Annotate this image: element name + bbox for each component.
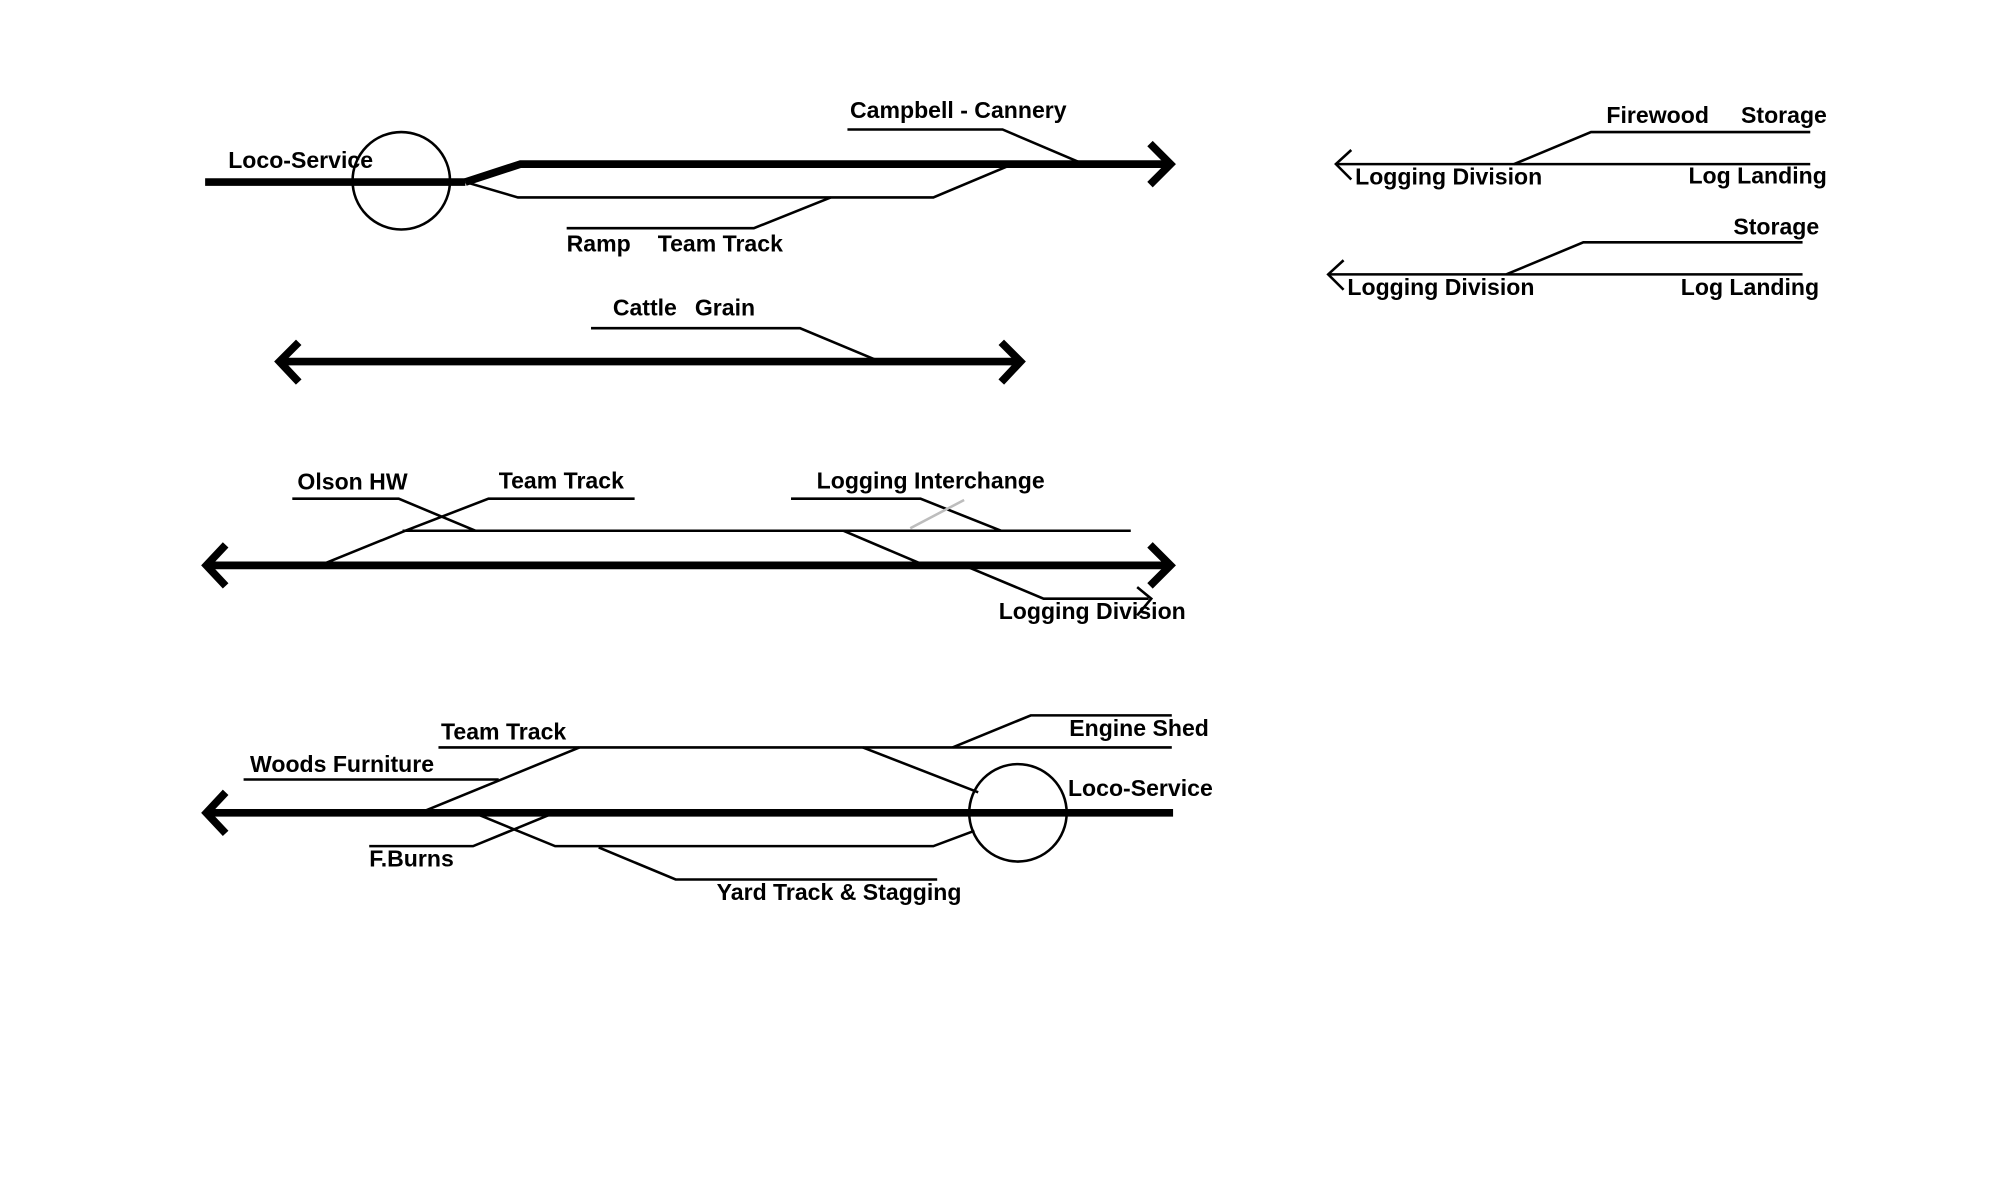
- lead-to-turntable: [862, 746, 979, 794]
- label-logging-division: Logging Division: [1347, 274, 1534, 300]
- branch-arrowhead: [1136, 586, 1154, 617]
- label-f-burns: F.Burns: [369, 846, 454, 872]
- spur-yard-track: [598, 846, 938, 881]
- label-log-landing: Log Landing: [1688, 162, 1826, 188]
- label-campbell-cannery: Campbell - Cannery: [850, 97, 1067, 123]
- main-line-arrowhead: [1147, 140, 1176, 188]
- label-loco-service: Loco-Service: [1068, 775, 1213, 801]
- spur-cannery: [847, 128, 1082, 164]
- main-line-arrowhead-right: [1147, 542, 1176, 589]
- label-loco-service: Loco-Service: [228, 147, 373, 173]
- main-line-arrowhead-left: [274, 339, 302, 385]
- label-olson-hw: Olson HW: [297, 469, 407, 495]
- crossover-logging: [843, 529, 923, 566]
- spur-olson-hw: [292, 497, 477, 532]
- crossover-team-track: [322, 529, 406, 566]
- turntable-circle: [351, 130, 452, 231]
- interchange-connector: [909, 498, 965, 530]
- label-ramp: Ramp: [567, 230, 631, 256]
- label-log-landing: Log Landing: [1681, 274, 1819, 300]
- label-logging-interchange: Logging Interchange: [817, 467, 1045, 493]
- label-yard-track-staging: Yard Track & Stagging: [717, 879, 962, 905]
- spur-cattle-grain: [591, 326, 878, 362]
- label-team-track: Team Track: [441, 719, 566, 745]
- section-4: Team Track Engine Shed Woods Furniture L…: [201, 714, 1213, 905]
- section-2: Cattle Grain: [274, 294, 1026, 385]
- section-3: Olson HW Team Track Logging Interchange …: [201, 467, 1186, 624]
- label-firewood: Firewood: [1606, 102, 1708, 128]
- spur-firewood-storage: [1513, 130, 1811, 166]
- branch-logging-division: [963, 564, 1149, 600]
- spur-team-track: [404, 497, 635, 532]
- main-line-diverge: [464, 160, 1170, 186]
- spur-logging-interchange: [791, 497, 1002, 532]
- main-line-arrowhead: [1334, 149, 1353, 181]
- main-line-arrowhead-left: [201, 789, 229, 836]
- label-logging-division: Logging Division: [1355, 164, 1542, 190]
- label-team-track: Team Track: [499, 467, 624, 493]
- section-1: Loco-Service Campbell - Cannery Ramp Tea…: [205, 97, 1176, 256]
- spur-f-burns: [369, 812, 552, 848]
- spur-storage: [1505, 241, 1803, 276]
- label-logging-division: Logging Division: [999, 598, 1186, 624]
- label-cattle: Cattle: [613, 294, 677, 320]
- section-6: Storage Logging Division Log Landing: [1326, 214, 1819, 300]
- label-storage: Storage: [1733, 214, 1819, 240]
- main-line-arrowhead-left: [201, 542, 229, 589]
- siding-lower: [476, 812, 975, 848]
- label-engine-shed: Engine Shed: [1069, 715, 1209, 741]
- spur-engine-shed: [952, 714, 1172, 749]
- label-team-track: Team Track: [658, 230, 783, 256]
- spur-ramp-team-track: [566, 196, 832, 230]
- turntable-circle: [967, 762, 1068, 863]
- label-storage: Storage: [1741, 102, 1827, 128]
- crossover-upper: [422, 746, 580, 813]
- siding-lower: [465, 162, 1014, 199]
- label-woods-furniture: Woods Furniture: [250, 751, 434, 777]
- section-5: Firewood Storage Logging Division Log La…: [1334, 102, 1827, 190]
- label-grain: Grain: [695, 294, 755, 320]
- main-line-arrowhead-right: [998, 339, 1026, 385]
- main-line-arrowhead: [1326, 259, 1345, 291]
